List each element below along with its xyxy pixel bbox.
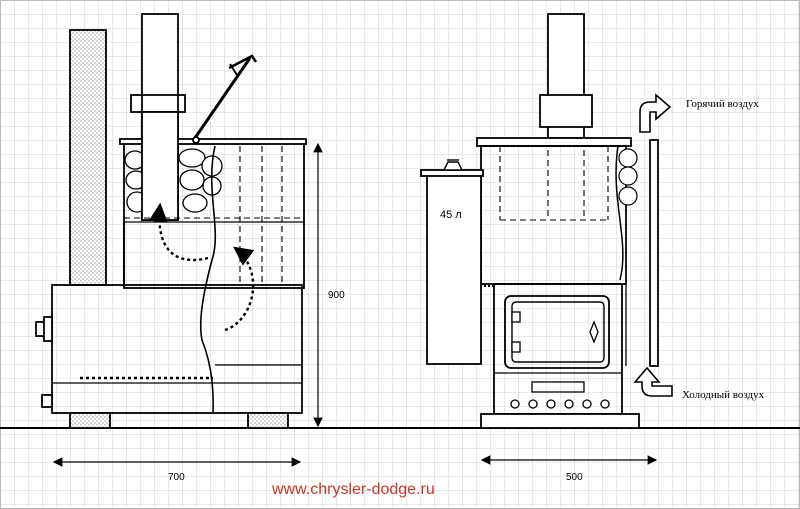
convection-screen — [649, 139, 659, 367]
cold-air-arrow-icon — [633, 366, 673, 397]
width-right-label: 500 — [566, 472, 583, 483]
cold-air-label: Холодный воздух — [682, 389, 765, 401]
lever — [193, 57, 252, 139]
foot-right — [247, 412, 289, 429]
chimney-collar-front — [539, 94, 593, 128]
draft-knobs — [510, 399, 610, 409]
stove-base — [480, 413, 640, 429]
ash-handle-icon — [41, 394, 53, 408]
side-view — [35, 13, 307, 429]
height-dim-label: 900 — [328, 290, 345, 301]
foot-left — [69, 412, 111, 429]
stones — [124, 148, 223, 213]
stones-front — [618, 148, 638, 206]
top-lid — [119, 138, 307, 145]
water-tank — [426, 171, 482, 365]
firebox-body — [51, 284, 303, 414]
chimney-collar — [130, 94, 186, 113]
width-left-label: 700 — [168, 472, 185, 483]
hot-air-label: Горячий воздух — [686, 98, 759, 110]
hot-air-arrow-icon — [639, 93, 672, 133]
flame-divider — [199, 145, 217, 413]
brick-wall — [69, 29, 107, 286]
firebox-door — [504, 295, 610, 369]
tank-lid-icon — [442, 161, 464, 171]
tank-volume-label: 45 л — [440, 209, 462, 221]
airflow-arrow-1 — [148, 202, 209, 262]
top-lid-front — [476, 137, 632, 147]
ash-door — [531, 381, 585, 393]
front-view — [420, 13, 659, 429]
watermark: www.chrysler-dodge.ru — [271, 481, 435, 498]
door-latch-icon — [589, 320, 599, 344]
